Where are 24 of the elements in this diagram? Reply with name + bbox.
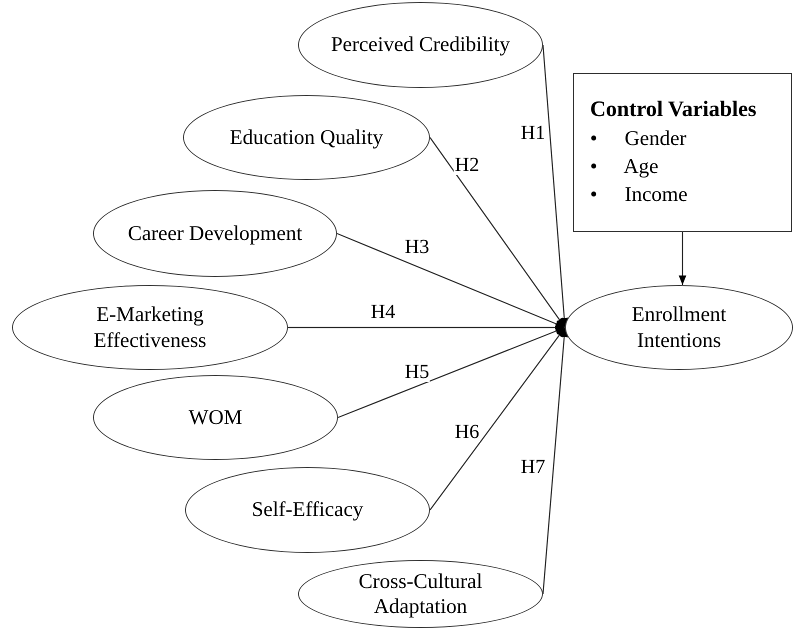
arrow: [338, 326, 566, 418]
construct-label: E-Marketing Effectiveness: [92, 302, 208, 353]
edge-label: H2: [454, 155, 480, 175]
construct-label: Perceived Credibility: [330, 32, 510, 58]
arrow: [678, 232, 686, 285]
construct-label: Self-Efficacy: [252, 497, 364, 523]
edge-label: H5: [404, 362, 430, 382]
arrow: [542, 327, 568, 594]
arrow: [430, 137, 566, 328]
arrow: [542, 44, 568, 328]
edge-label: H6: [454, 422, 480, 442]
control-box: [573, 73, 792, 232]
box-heading: Control Variables: [590, 95, 758, 123]
arrow: [430, 327, 566, 510]
list-item: • Gender: [590, 124, 688, 152]
construct-label: Career Development: [128, 220, 302, 246]
list-item: • Income: [590, 181, 689, 208]
construct-label: Enrollment Intentions: [630, 302, 728, 353]
construct-label: Education Quality: [230, 124, 384, 150]
construct-label: Cross-Cultural Adaptation: [358, 568, 484, 620]
arrow: [288, 324, 565, 332]
list-item: • Age: [590, 153, 660, 180]
construct-label: WOM: [188, 404, 242, 430]
arrow: [336, 232, 566, 328]
